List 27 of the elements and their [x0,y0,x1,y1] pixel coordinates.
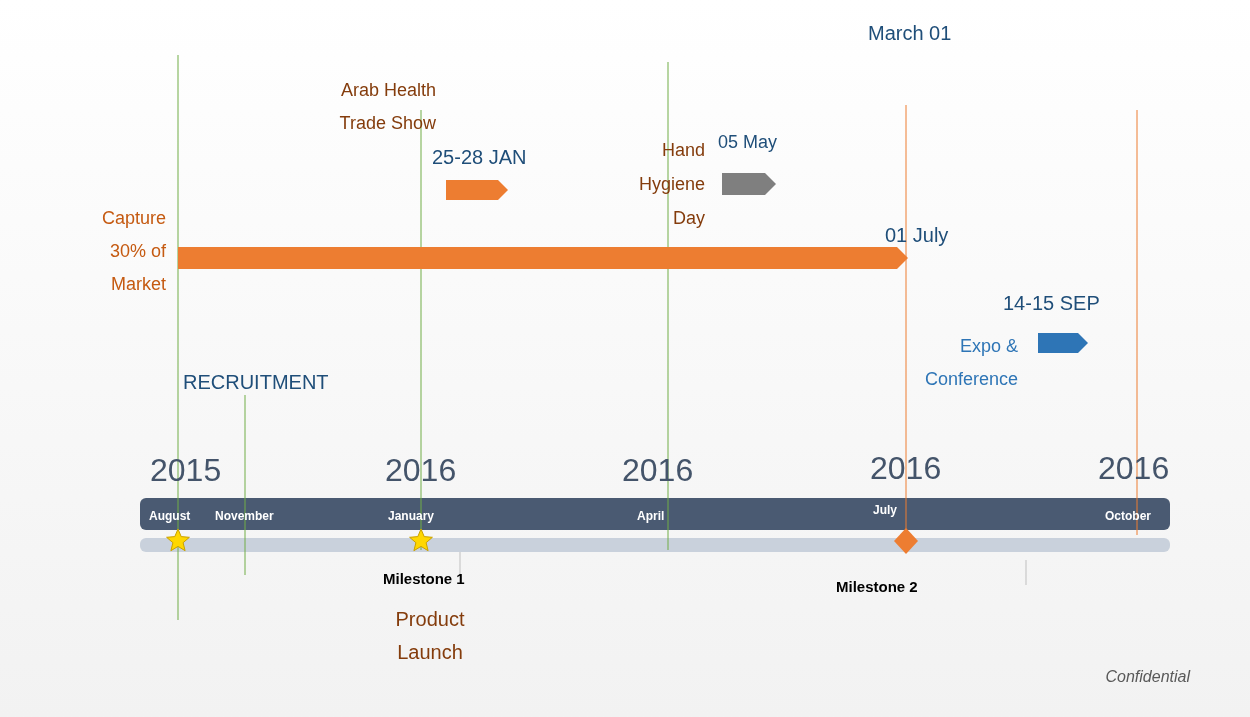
date-label: March 01 [868,22,952,45]
month-label: July [873,503,897,517]
task-bar [722,173,776,195]
year-label: 2015 [150,452,222,489]
activity-label: RECRUITMENT [183,371,329,394]
task-bar [178,247,908,269]
year-label: 2016 [385,452,457,489]
event-label: Arab Health Trade Show [338,79,436,135]
date-label: 01 July [885,224,949,247]
milestone-description: Product Launch [394,607,466,665]
event-label: Expo & Conference [923,335,1018,391]
milestone-label: Milestone 1 [383,570,465,587]
task-bar [446,180,508,200]
month-label: November [215,509,274,523]
goal-label: Capture 30% of Market [100,207,166,296]
date-label: 05 May [718,132,778,153]
month-label: January [388,509,435,523]
event-label: Hand Hygiene Day [637,139,705,230]
milestone-label: Milestone 2 [836,578,918,595]
date-label: 14-15 SEP [1003,292,1100,315]
task-bar [1038,333,1088,353]
month-label: August [149,509,191,523]
month-label: October [1105,509,1151,523]
year-label: 2016 [622,452,694,489]
month-label: April [637,509,665,523]
date-label: 25-28 JAN [432,146,527,169]
footer-note: Confidential [1104,668,1190,686]
